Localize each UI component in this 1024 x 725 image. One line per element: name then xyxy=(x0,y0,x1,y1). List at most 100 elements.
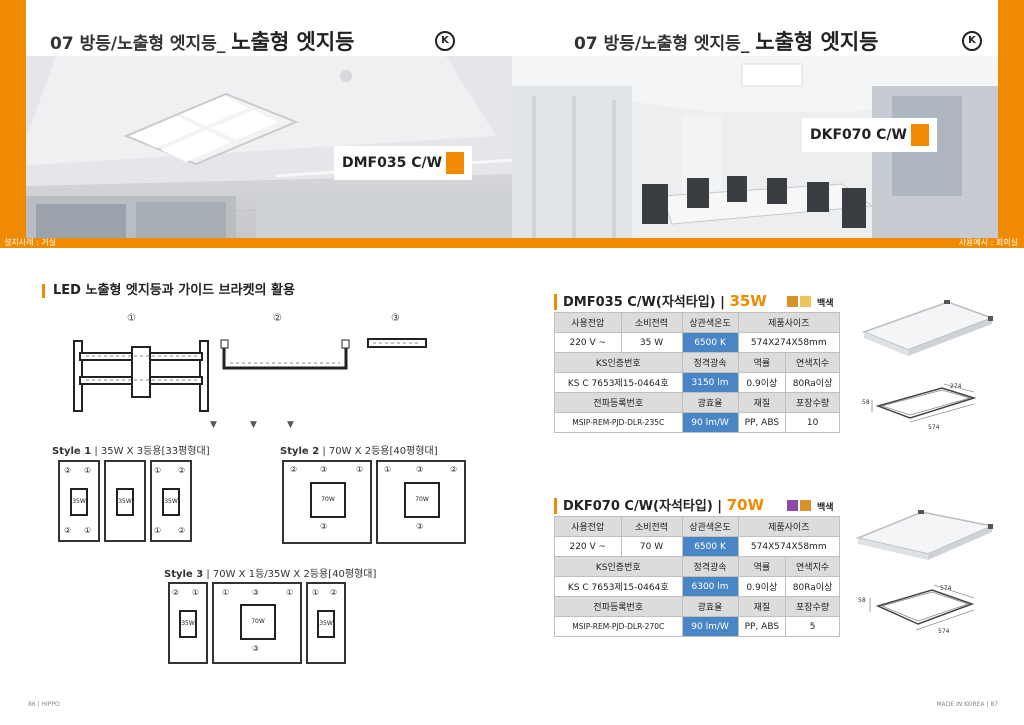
right-accent-bar xyxy=(998,0,1024,240)
spec-header-cell: 광효율 xyxy=(681,392,739,413)
right-photo-model: DKF070 C/W xyxy=(810,127,907,143)
product-1-dimension: 58 xyxy=(862,399,870,406)
position-number: ③ xyxy=(320,522,328,531)
product-2-dimension: 58 xyxy=(858,597,866,604)
spec-value-cell: 80Ra이상 xyxy=(785,576,840,597)
spec-header-cell: KS인증번호 xyxy=(554,352,683,373)
spec-header-cell: 광효율 xyxy=(681,596,739,617)
color-swatch xyxy=(787,500,798,511)
position-number: ① xyxy=(356,465,364,474)
spec-value-cell: 90 lm/W xyxy=(681,412,739,433)
bracket-3-drawing xyxy=(367,338,427,348)
spec-header-cell: 사용전압 xyxy=(554,312,622,333)
style-3-unit-side: 35W xyxy=(168,582,208,664)
style-2-unit: 70W xyxy=(282,460,372,544)
right-page-title: 07 방등/노출형 엣지등_ 노출형 엣지등 xyxy=(574,26,878,56)
kc-certification-icon: K xyxy=(962,31,982,51)
panel-35w: 35W xyxy=(179,610,197,638)
spec-value-cell: 10 xyxy=(785,412,840,433)
spec-value-cell: MSIP-REM-PJD-DLR-235C xyxy=(554,412,683,433)
position-number: ① xyxy=(192,588,200,597)
spec-value-cell: 80Ra이상 xyxy=(785,372,840,393)
panel-70w: 70W xyxy=(404,482,440,518)
left-photo-caption: 설치사례 : 거실 xyxy=(4,238,56,247)
product-2-dimension: 574 xyxy=(938,628,950,635)
arrow-down-icon: ▼ xyxy=(250,420,257,430)
position-number: ③ xyxy=(320,465,328,474)
position-number: ② xyxy=(290,465,298,474)
right-photo-caption: 사용예시 : 회의실 xyxy=(958,238,1018,247)
right-caption-bar: 사용예시 : 회의실 xyxy=(512,238,1024,248)
left-page-title: 07 방등/노출형 엣지등_ 노출형 엣지등 xyxy=(50,26,354,56)
position-number: ① xyxy=(384,465,392,474)
spec-header-cell: 역률 xyxy=(737,352,787,373)
style-3-label: Style 3 | 70W X 1등/35W X 2등용[40평형대] xyxy=(164,569,377,580)
spec-value-row: KS C 7653제15-0464호 3150 lm 0.9이상 80Ra이상 xyxy=(554,372,840,393)
right-title-main: 노출형 엣지등 xyxy=(755,30,879,54)
spec-value-cell: 574X574X58mm xyxy=(737,536,841,557)
spec-header-cell: 소비전력 xyxy=(620,516,683,537)
left-caption-bar: 설치사례 : 거실 xyxy=(0,238,512,248)
spec-header-cell: 제품사이즈 xyxy=(737,312,841,333)
panel-35w: 35W xyxy=(116,488,134,516)
style-2-name: Style 2 xyxy=(280,446,320,457)
style-2-label: Style 2 | 70W X 2등용[40평형대] xyxy=(280,446,438,457)
spec-header-cell: 제품사이즈 xyxy=(737,516,841,537)
position-number: ① xyxy=(154,466,162,475)
product-1-dimension: 274 xyxy=(950,383,962,390)
spec-header-row: 사용전압 소비전력 상관색온도 제품사이즈 xyxy=(554,516,841,537)
position-number: ① xyxy=(84,526,92,535)
product-1-dimension-drawing xyxy=(871,383,977,423)
panel-70w: 70W xyxy=(240,604,276,640)
bracket-guide-heading: LED 노출형 엣지등과 가이드 브라켓의 활용 xyxy=(42,284,295,298)
right-page-header: 07 방등/노출형 엣지등_ 노출형 엣지등 K xyxy=(512,0,998,56)
spec-value-cell: 70 W xyxy=(620,536,683,557)
spec-value-cell: MSIP-REM-PJD-DLR-270C xyxy=(554,616,683,637)
style-1-unit: 35W xyxy=(150,460,192,542)
spec-header-cell: 사용전압 xyxy=(554,516,622,537)
bracket-number-3: ③ xyxy=(391,313,400,324)
position-number: ① xyxy=(154,526,162,535)
product-1-watt: 35W xyxy=(729,292,767,310)
spec-value-cell: 3150 lm xyxy=(681,372,739,393)
left-photo-product-label: DMF035 C/W xyxy=(334,146,473,180)
right-page-footer: MADE IN KOREA | 87 xyxy=(936,701,998,708)
label-accent xyxy=(910,124,929,146)
position-number: ③ xyxy=(252,644,260,653)
style-2-description: 70W X 2등용[40평형대] xyxy=(328,446,438,457)
bracket-number-2: ② xyxy=(273,313,282,324)
spec-value-cell: 35 W xyxy=(620,332,683,353)
spec-value-row: 220 V ~ 70 W 6500 K 574X574X58mm xyxy=(554,536,841,557)
living-room-illustration xyxy=(26,56,512,238)
spec-header-cell: 상관색온도 xyxy=(681,516,739,537)
left-page-footer: 86 | HIPPO xyxy=(28,701,60,708)
style-1-name: Style 1 xyxy=(52,446,92,457)
right-title-prefix: 07 방등/노출형 엣지등_ xyxy=(574,34,756,54)
color-swatch xyxy=(787,296,798,307)
product-2-watt: 70W xyxy=(726,496,764,514)
product-1-spec-table: 사용전압 소비전력 상관색온도 제품사이즈 220 V ~ 35 W 6500 … xyxy=(554,312,841,433)
spec-value-row: MSIP-REM-PJD-DLR-270C 90 lm/W PP, ABS 5 xyxy=(554,616,840,637)
style-3-unit-side: 35W xyxy=(306,582,346,664)
spec-value-cell: 90 lm/W xyxy=(681,616,739,637)
left-accent-bar xyxy=(0,0,26,240)
product-2-image xyxy=(855,510,995,560)
style-3-name: Style 3 xyxy=(164,569,204,580)
spec-value-cell: KS C 7653제15-0464호 xyxy=(554,372,683,393)
color-swatch xyxy=(800,296,811,307)
spec-header-cell: 상관색온도 xyxy=(681,312,739,333)
product-1-dimension: 574 xyxy=(928,424,940,431)
style-1-description: 35W X 3등용[33평형대] xyxy=(100,446,210,457)
position-number: ② xyxy=(178,526,186,535)
spec-header-cell: 전파등록번호 xyxy=(554,596,683,617)
left-page-header: 07 방등/노출형 엣지등_ 노출형 엣지등 K xyxy=(26,0,512,56)
spec-value-cell: 0.9이상 xyxy=(737,576,787,597)
right-photo-product-label: DKF070 C/W xyxy=(802,118,937,152)
panel-70w: 70W xyxy=(310,482,346,518)
spec-header-cell: 역률 xyxy=(737,556,787,577)
spec-header-row: KS인증번호 정격광속 역률 연색지수 xyxy=(554,352,840,373)
style-1-unit: 35W xyxy=(58,460,100,542)
spec-header-cell: 포장수량 xyxy=(785,392,840,413)
spec-value-row: MSIP-REM-PJD-DLR-235C 90 lm/W PP, ABS 10 xyxy=(554,412,840,433)
color-swatch xyxy=(800,500,811,511)
